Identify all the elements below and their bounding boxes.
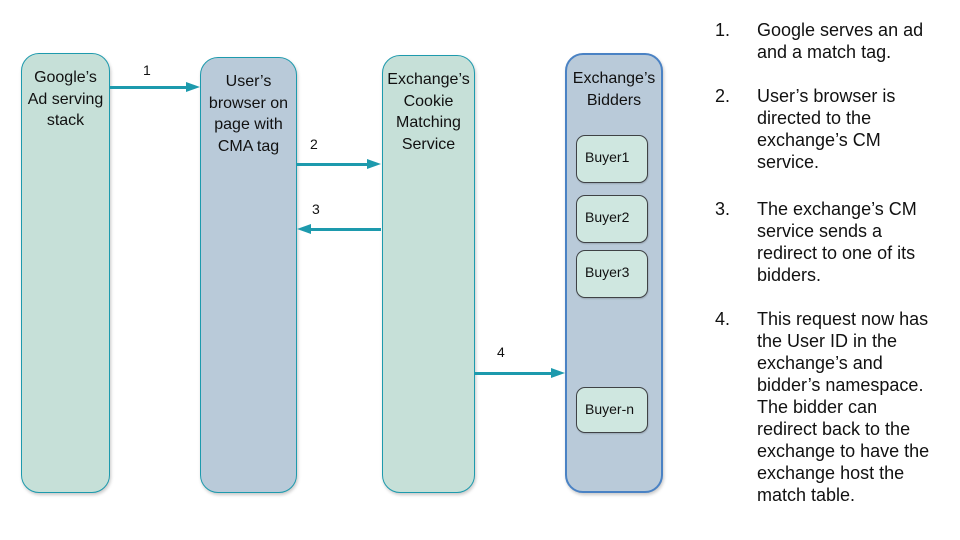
buyer-box-3: Buyer3 xyxy=(576,250,648,298)
step-text: This request now has the User ID in the … xyxy=(757,309,930,505)
node-exchange-bidders: Exchange’s Bidders Buyer1 Buyer2 Buyer3 … xyxy=(565,53,663,493)
arrow-right-icon xyxy=(367,159,381,169)
step-number: 2. xyxy=(715,86,731,106)
arrow-right-icon xyxy=(551,368,565,378)
buyer-box-n: Buyer-n xyxy=(576,387,648,433)
node-cookie-matching-service: Exchange’s Cookie Matching Service xyxy=(382,55,475,493)
buyer-label: Buyer2 xyxy=(585,209,630,225)
arrow-4: 4 xyxy=(475,344,565,379)
arrow-4-label: 4 xyxy=(497,344,505,360)
node-google-ad-stack: Google’s Ad serving stack xyxy=(21,53,110,493)
list-item: 2. User’s browser is directed to the exc… xyxy=(715,85,960,173)
step-number: 4. xyxy=(715,309,731,329)
list-item: 1. Google serves an ad and a match tag. xyxy=(715,19,960,63)
step-text: Google serves an ad and a match tag. xyxy=(757,20,924,62)
buyer-box-2: Buyer2 xyxy=(576,195,648,243)
arrow-right-icon xyxy=(186,82,200,92)
node-label: User’s browser on page with CMA tag xyxy=(208,73,289,155)
buyer-label: Buyer-n xyxy=(585,401,635,417)
step-text: User’s browser is directed to the exchan… xyxy=(757,86,896,172)
buyer-label: Buyer3 xyxy=(585,264,630,280)
list-item: 3. The exchange’s CM service sends a red… xyxy=(715,198,960,286)
node-label: Exchange’s Bidders xyxy=(572,70,656,109)
arrow-1-label: 1 xyxy=(143,62,151,78)
node-user-browser: User’s browser on page with CMA tag xyxy=(200,57,297,493)
node-label: Exchange’s Cookie Matching Service xyxy=(387,71,470,153)
node-label: Google’s Ad serving stack xyxy=(27,69,104,129)
arrow-line xyxy=(475,372,553,375)
arrow-line xyxy=(110,86,188,89)
step-number: 1. xyxy=(715,20,731,40)
arrow-2: 2 xyxy=(297,136,381,170)
arrow-line xyxy=(297,163,369,166)
arrow-1: 1 xyxy=(110,62,200,93)
buyer-box-1: Buyer1 xyxy=(576,135,648,183)
arrow-3-label: 3 xyxy=(312,201,320,217)
list-item: 4. This request now has the User ID in t… xyxy=(715,308,960,506)
step-number: 3. xyxy=(715,199,731,219)
arrow-left-icon xyxy=(297,224,311,234)
arrow-line xyxy=(309,228,381,231)
arrow-3: 3 xyxy=(297,201,381,235)
step-text: The exchange’s CM service sends a redire… xyxy=(757,199,917,285)
buyer-label: Buyer1 xyxy=(585,149,630,165)
arrow-2-label: 2 xyxy=(310,136,318,152)
